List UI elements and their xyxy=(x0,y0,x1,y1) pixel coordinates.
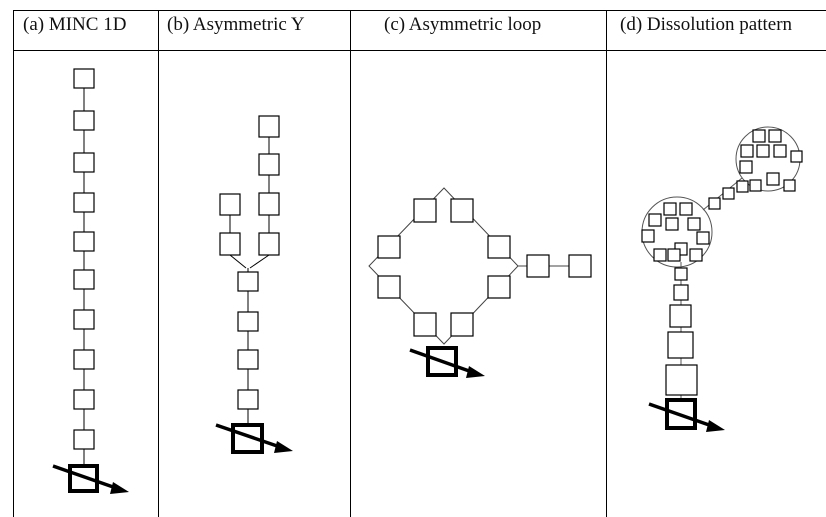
arrowhead-c xyxy=(466,366,485,378)
diagram-a-minc-1d xyxy=(52,68,129,494)
panel-title-d: (d) Dissolution pattern xyxy=(620,14,793,35)
well-arrow-a xyxy=(52,464,117,490)
well-arrow-d xyxy=(648,402,713,428)
well-arrow-c xyxy=(409,348,473,374)
arrowhead-b xyxy=(274,441,293,453)
diagram-d-dissolution-pattern xyxy=(641,126,803,432)
arrowhead-a xyxy=(110,482,129,494)
wellbore-node-c xyxy=(426,346,458,377)
panel-frame xyxy=(13,10,826,517)
panel-title-c: (c) Asymmetric loop xyxy=(384,14,542,35)
panel-title-a: (a) MINC 1D xyxy=(23,14,127,35)
arrowhead-d xyxy=(706,420,725,432)
diagram-b-asymmetric-y xyxy=(215,115,293,454)
diagram-c-asymmetric-loop xyxy=(368,187,592,378)
well-arrow-b xyxy=(215,423,281,449)
panel-title-b: (b) Asymmetric Y xyxy=(167,14,305,35)
